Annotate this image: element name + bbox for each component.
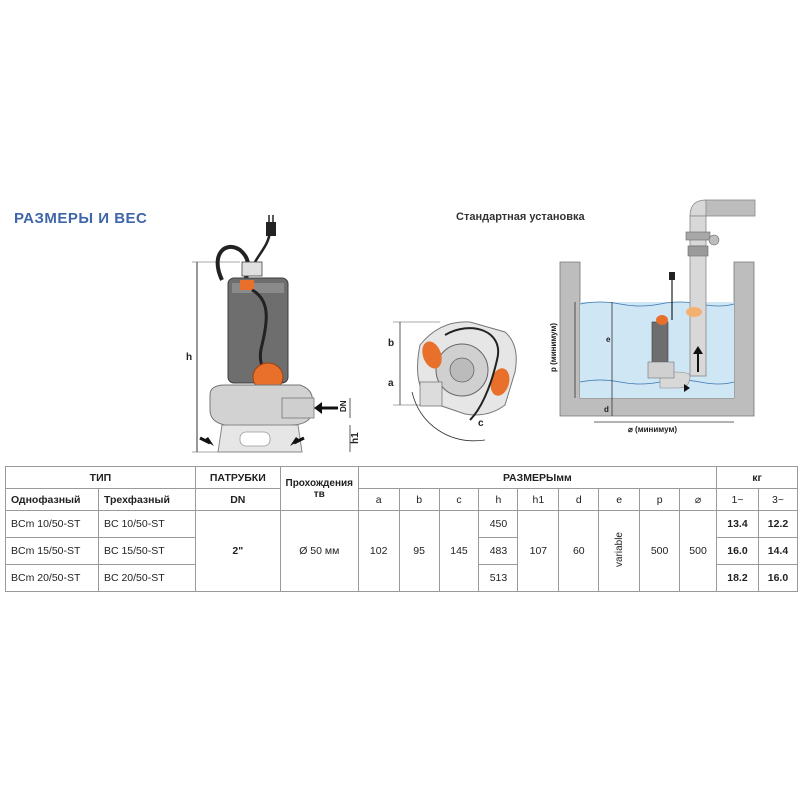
technical-drawing: h DN h1	[186, 199, 756, 453]
label-p: p (минимум)	[549, 323, 558, 372]
header-h: h	[478, 488, 519, 511]
label-c: c	[478, 418, 484, 429]
cell-h: 450	[478, 510, 519, 538]
header-dn: DN	[194, 488, 281, 511]
label-e: e	[606, 335, 611, 344]
label-diameter: ⌀ (минимум)	[628, 425, 677, 434]
table-row: BCm 15/50-ST BC 15/50-ST 483 16.0 14.4	[5, 537, 799, 565]
header-nozzles: ПАТРУБКИ	[194, 466, 281, 489]
header-weight: кг	[716, 466, 798, 489]
install-title: Стандартная установка	[456, 211, 585, 223]
header-passage: Прохождения тв	[279, 466, 359, 511]
cell-w3: 16.0	[757, 564, 799, 592]
model-three: BC 15/50-ST	[97, 537, 196, 565]
header-d: d	[558, 488, 600, 511]
cell-diam: 500	[679, 510, 718, 592]
label-d: d	[604, 405, 609, 414]
cell-d: 60	[558, 510, 600, 592]
header-w1: 1~	[716, 488, 759, 511]
header-p: p	[639, 488, 681, 511]
header-c: c	[438, 488, 480, 511]
model-single: BCm 20/50-ST	[5, 564, 99, 592]
cell-passage: Ø 50 мм	[279, 510, 359, 592]
label-a: a	[388, 378, 394, 389]
cell-b: 95	[398, 510, 440, 592]
cell-dn: 2"	[194, 510, 281, 592]
cell-w1: 18.2	[716, 564, 759, 592]
model-single: BCm 15/50-ST	[5, 537, 99, 565]
table-row: BCm 20/50-ST BC 20/50-ST 513 18.2 16.0	[5, 564, 799, 592]
header-three-phase: Трехфазный	[97, 488, 196, 511]
header-type: ТИП	[5, 466, 196, 489]
model-single: BCm 10/50-ST	[5, 510, 99, 538]
label-h1: h1	[350, 432, 361, 444]
cell-w3: 12.2	[757, 510, 799, 538]
table-row: BCm 10/50-ST BC 10/50-ST 2" Ø 50 мм 102 …	[5, 510, 799, 592]
model-three: BC 10/50-ST	[97, 510, 196, 538]
header-row-1: ТИП ПАТРУБКИ Прохождения тв РАЗМЕРЫмм кг	[5, 466, 798, 511]
label-b: b	[388, 338, 394, 349]
model-three: BC 20/50-ST	[97, 564, 196, 592]
cell-h1: 107	[517, 510, 560, 592]
cell-p: 500	[639, 510, 681, 592]
label-h: h	[186, 352, 192, 363]
spec-table: ТИП ПАТРУБКИ Прохождения тв РАЗМЕРЫмм кг…	[5, 466, 799, 592]
cell-h: 483	[478, 537, 519, 565]
plug-icon	[266, 222, 276, 236]
cell-c: 145	[438, 510, 480, 592]
section-title: РАЗМЕРЫ И ВЕС	[14, 210, 148, 227]
header-single-phase: Однофазный	[5, 488, 99, 511]
header-diam: ⌀	[679, 488, 718, 511]
cell-a: 102	[357, 510, 400, 592]
pump-side-view: h DN h1	[186, 215, 361, 453]
cell-w1: 16.0	[716, 537, 759, 565]
cell-e-text: variable	[613, 531, 625, 568]
cell-w1: 13.4	[716, 510, 759, 538]
header-row-2: Однофазный Трехфазный DN a b c h h1 d e …	[5, 488, 799, 511]
header-w3: 3~	[757, 488, 799, 511]
pump-top-view: b a c	[388, 321, 517, 442]
header-e: e	[598, 488, 641, 511]
label-dn: DN	[339, 400, 348, 412]
header-dimensions: РАЗМЕРЫмм	[357, 466, 718, 489]
header-h1: h1	[517, 488, 560, 511]
cell-e: variable	[598, 510, 641, 592]
cell-w3: 14.4	[757, 537, 799, 565]
header-a: a	[357, 488, 400, 511]
installation-diagram: p (минимум) e d ⌀ (минимум)	[549, 199, 756, 434]
cell-h: 513	[478, 564, 519, 592]
header-b: b	[398, 488, 440, 511]
